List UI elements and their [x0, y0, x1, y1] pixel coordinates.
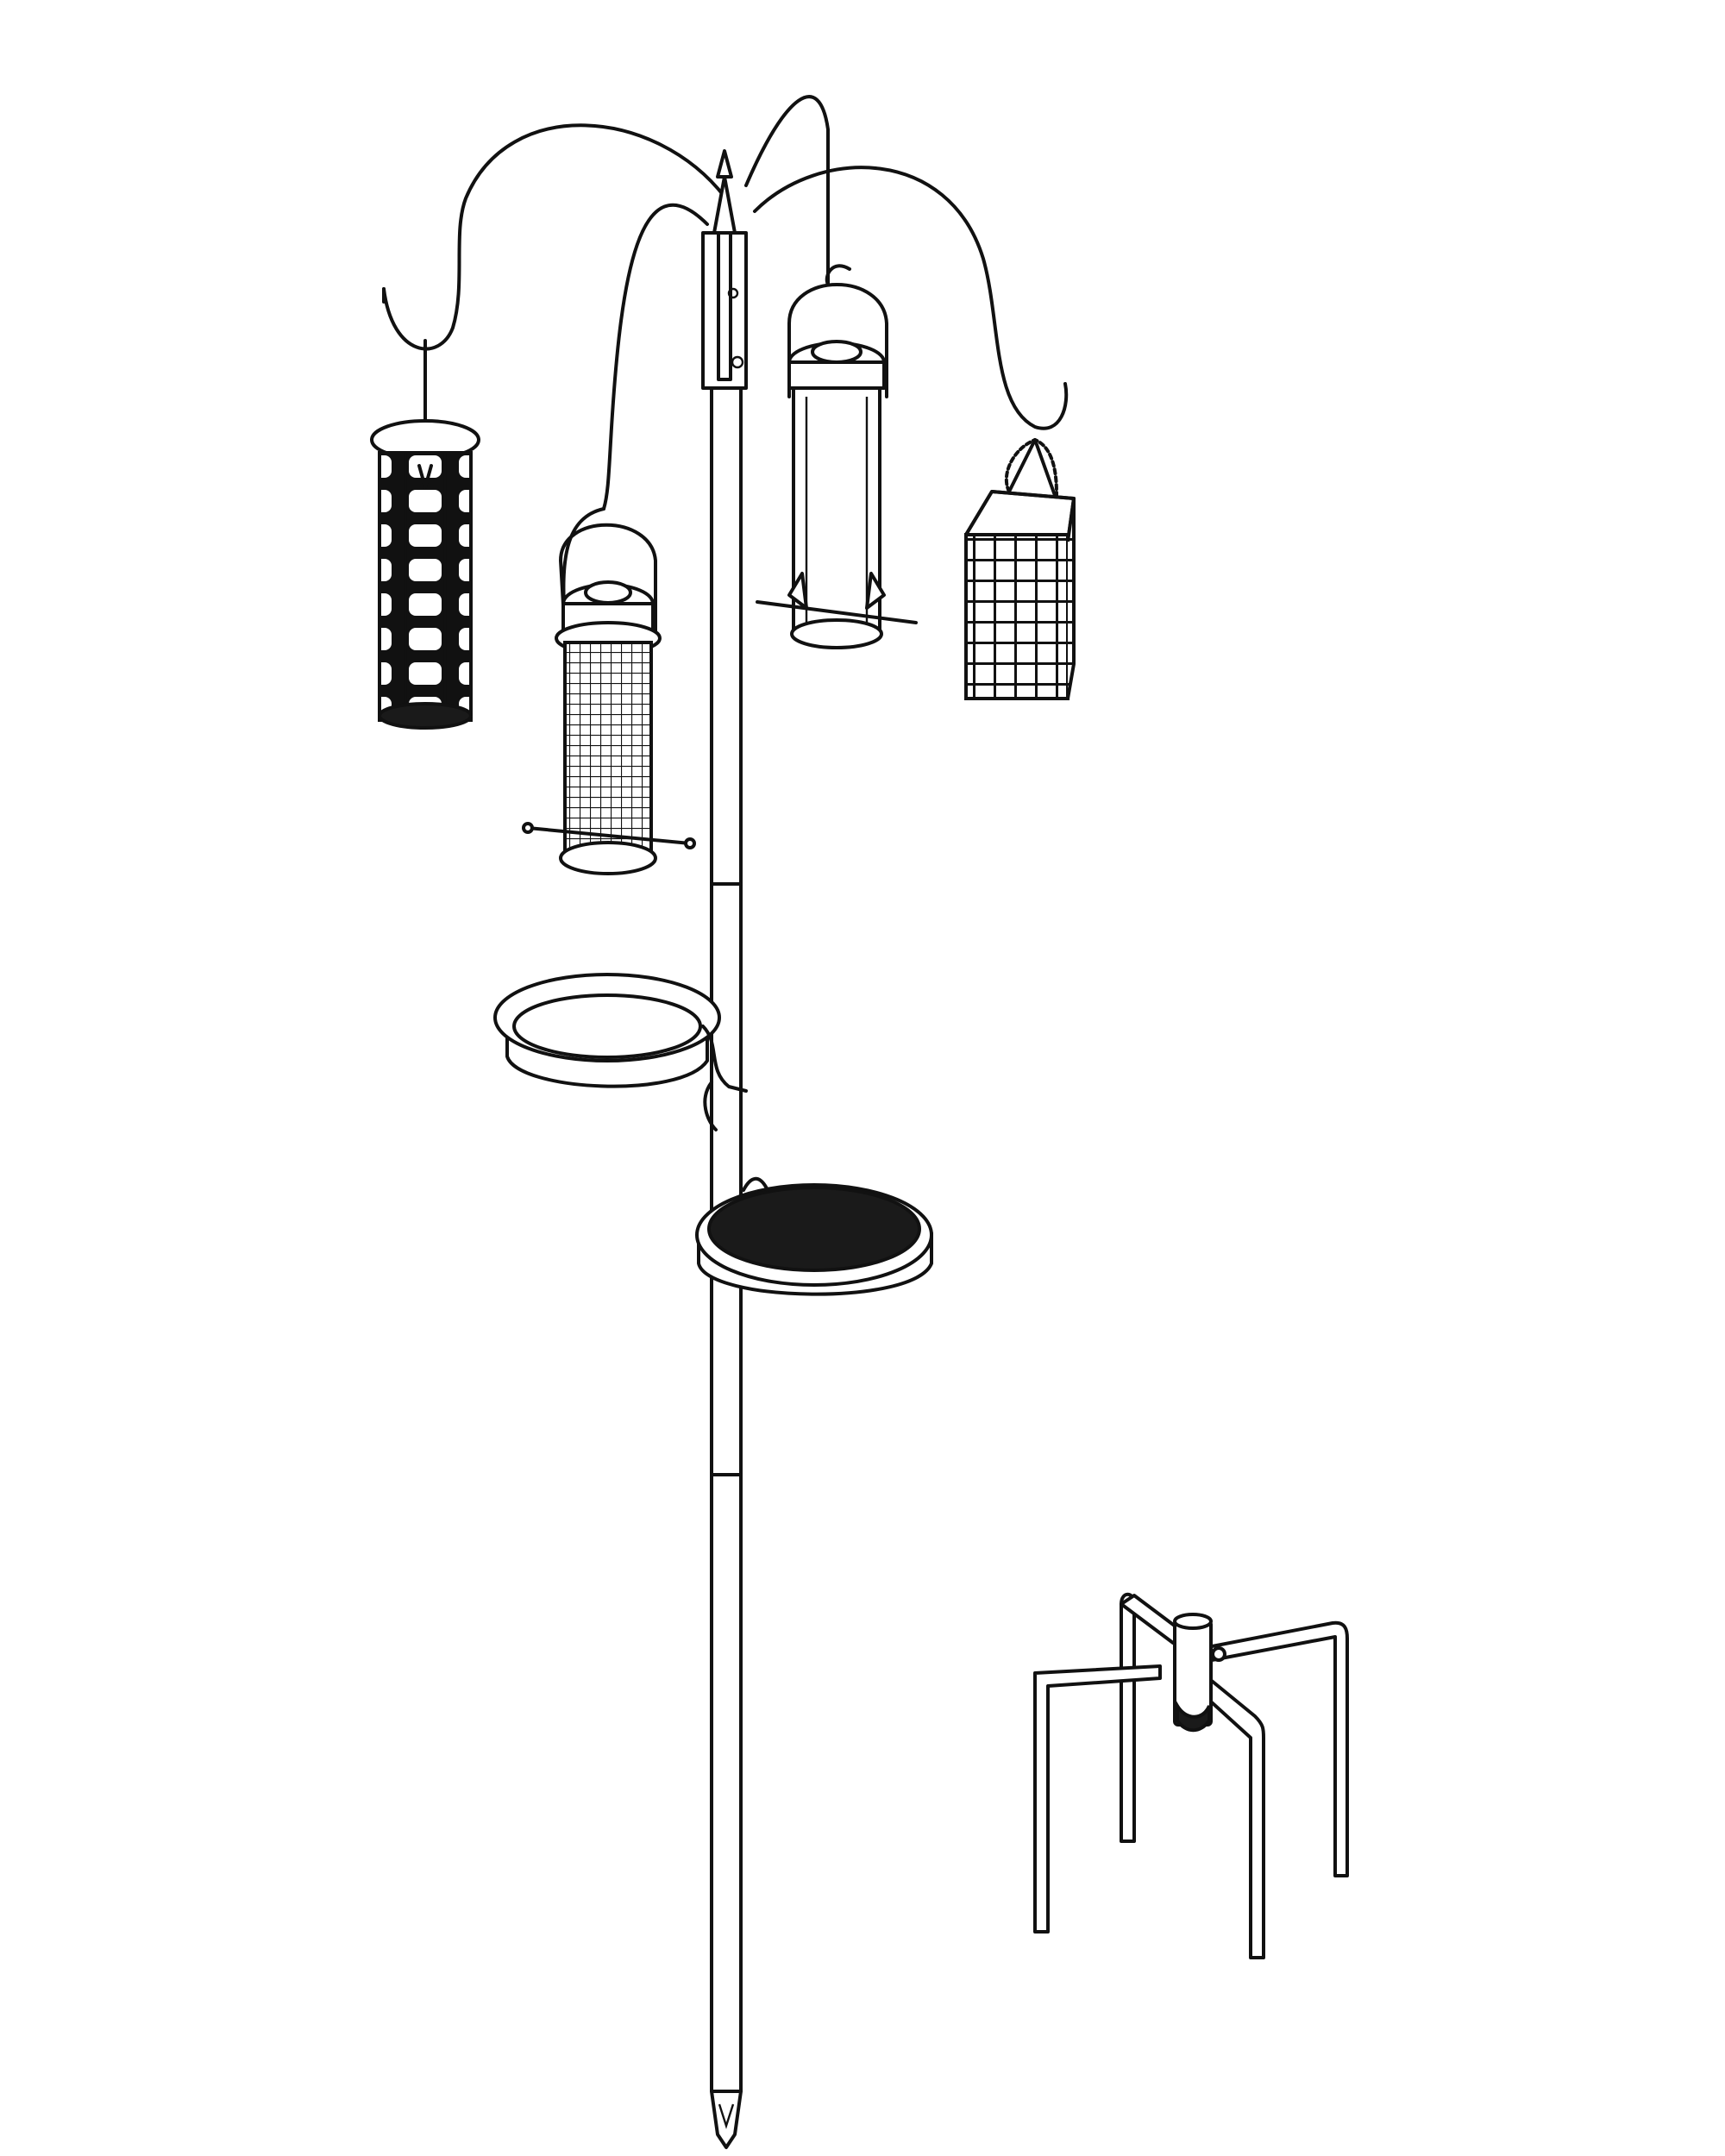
- hook-far-left: [382, 123, 726, 351]
- ground-spike: [710, 2090, 743, 2149]
- hook-inner-left: [602, 203, 709, 511]
- ground-stabiliser-base: [1033, 1592, 1349, 1959]
- hook-back-center: [744, 95, 830, 286]
- water-dish: [493, 973, 748, 1131]
- fat-ball-feeder: [370, 339, 480, 730]
- top-connector-hub: [701, 149, 748, 390]
- seed-tray: [695, 1176, 933, 1296]
- hook-right: [753, 166, 1069, 430]
- suet-cake-cage: [964, 438, 1076, 700]
- tube-seed-feeder: [756, 264, 918, 649]
- mesh-seed-feeder: [522, 507, 696, 875]
